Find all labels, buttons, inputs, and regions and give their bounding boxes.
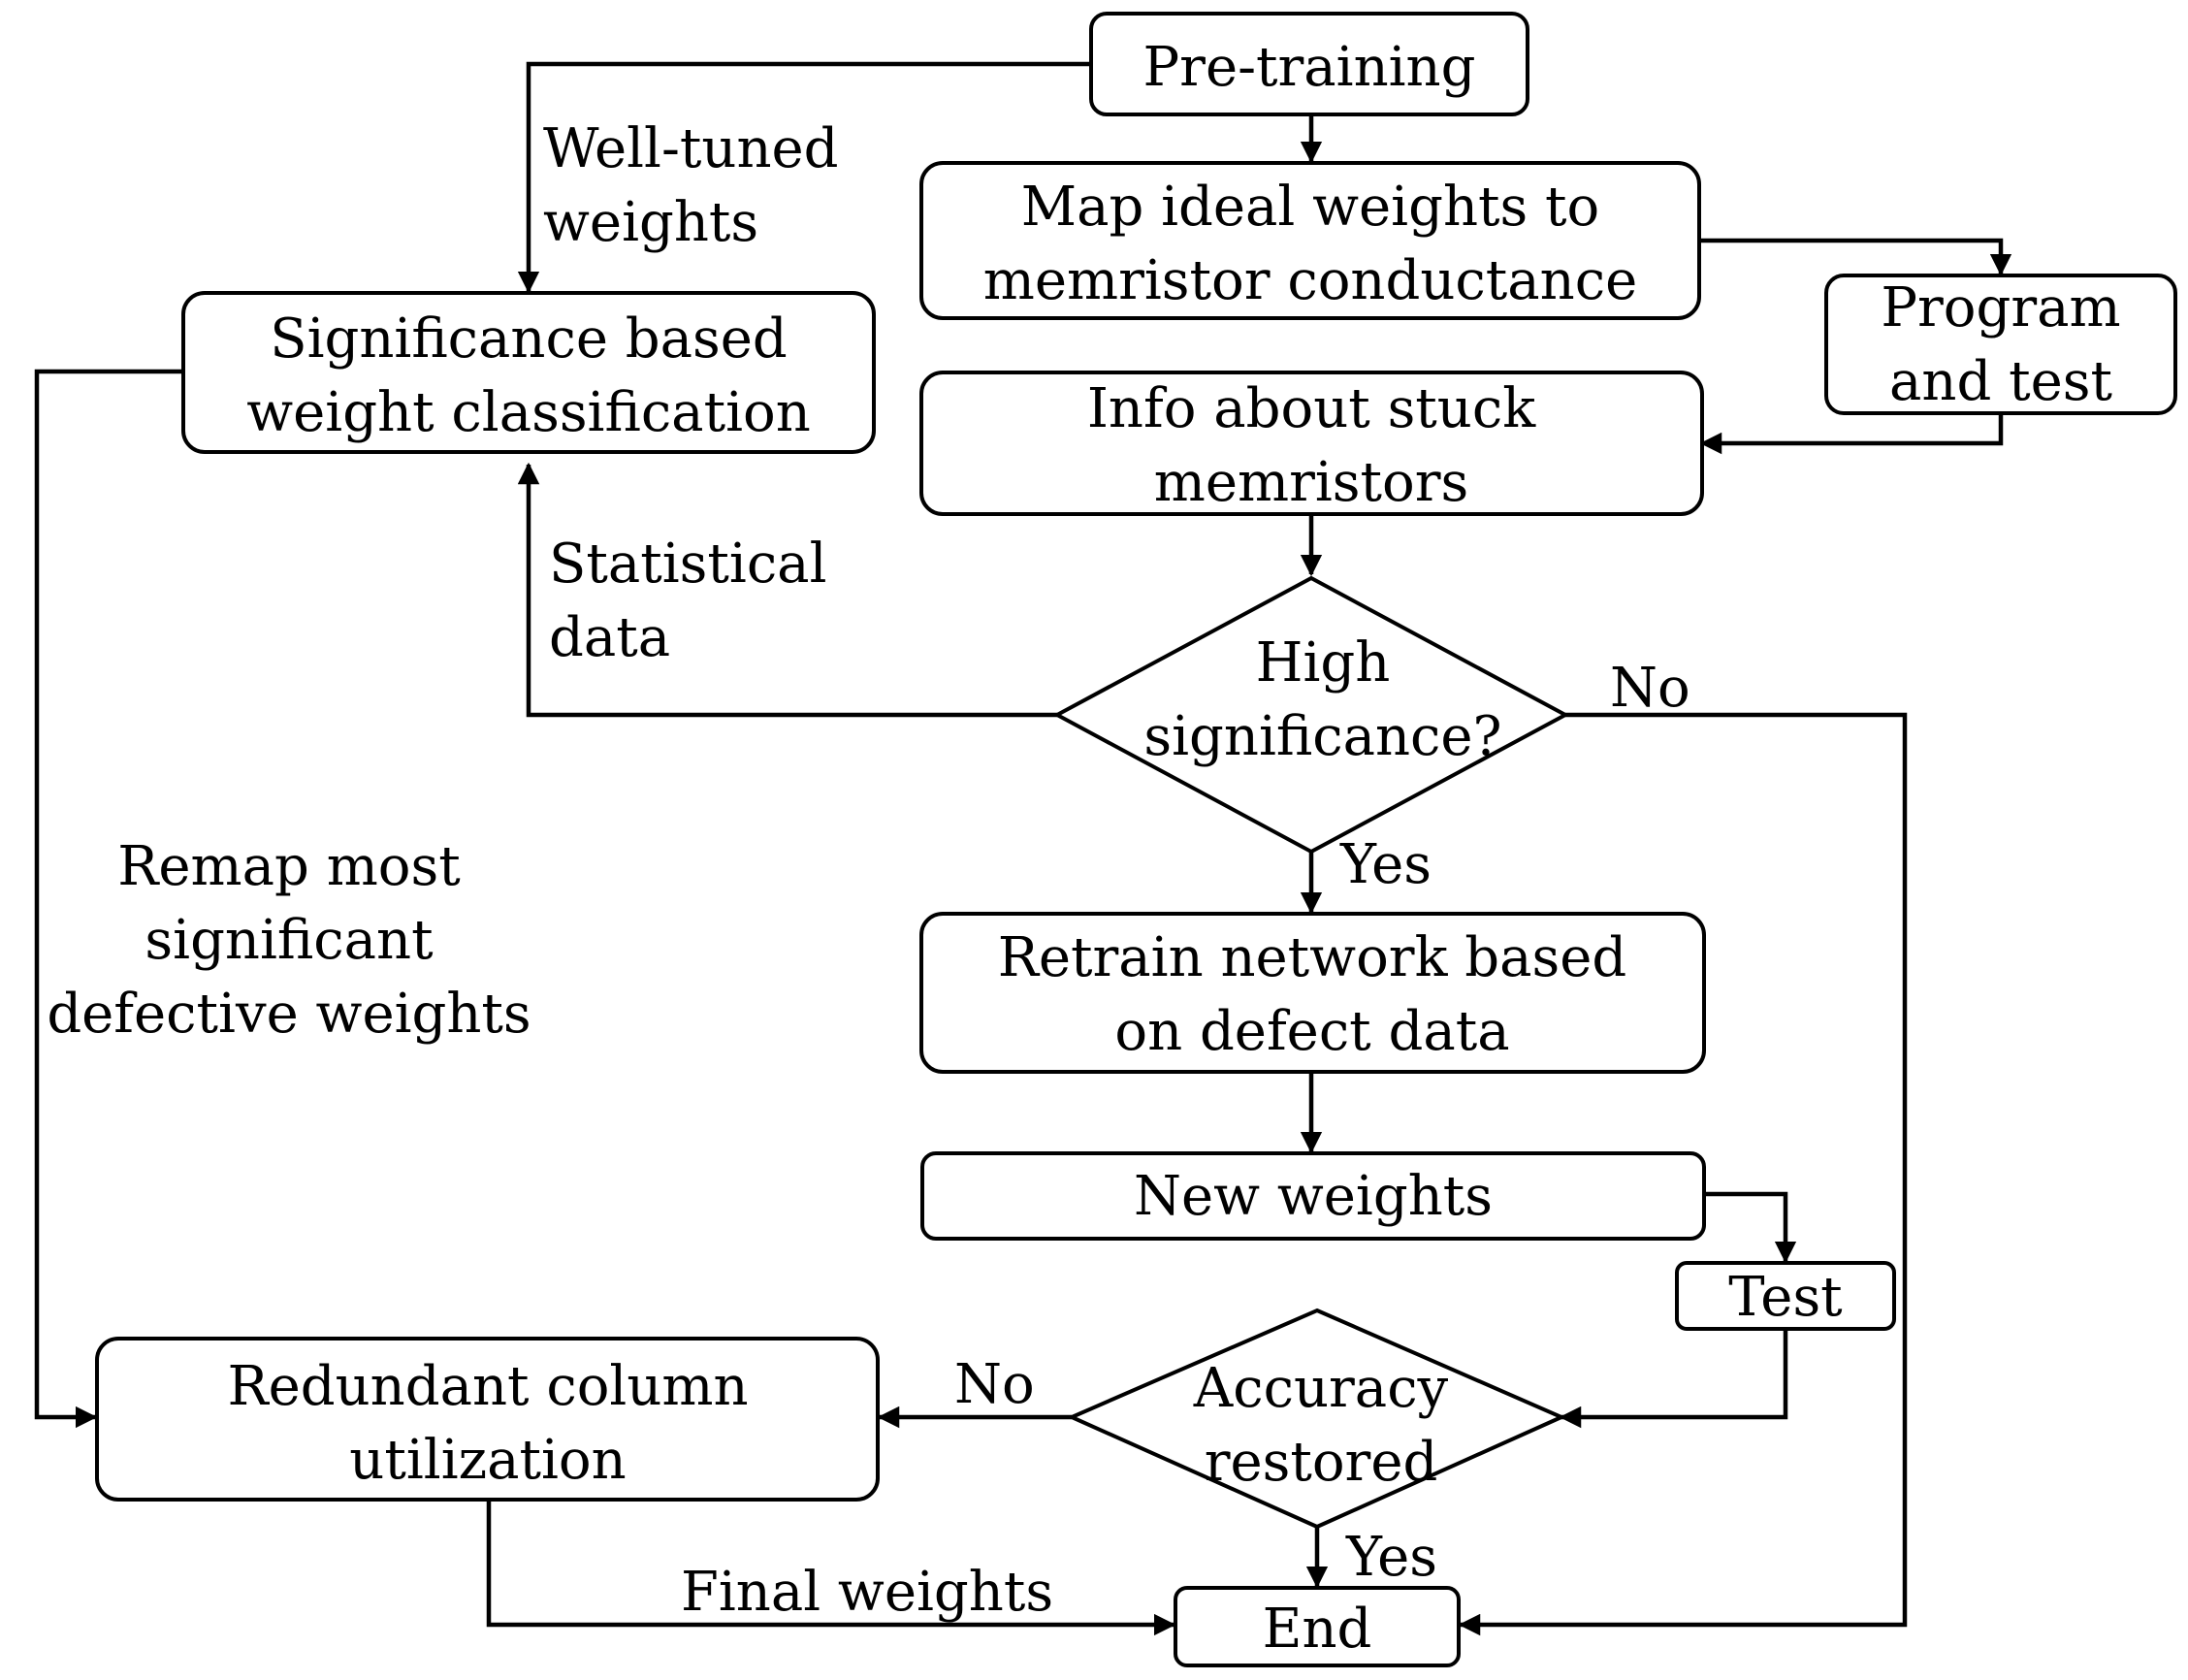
end-box: End [1174, 1586, 1461, 1667]
edge-pretraining-to-classification [517, 61, 1091, 294]
remap-label-line2: significant [145, 909, 434, 972]
redundant-column-label-line2: utilization [349, 1429, 626, 1492]
no-significance-label: No [1610, 657, 1690, 720]
accuracy-restored-label-line2: restored [1205, 1431, 1438, 1494]
yes-significance-label: Yes [1339, 833, 1432, 896]
redundant-column-box: Redundant column utilization [95, 1337, 880, 1502]
well-tuned-label-line1: Well-tuned [543, 117, 839, 180]
edge-decision-no-to-end [1458, 712, 1908, 1636]
end-label: End [1263, 1598, 1372, 1661]
well-tuned-label-line2: weights [543, 191, 758, 254]
map-weights-box: Map ideal weights to memristor conductan… [919, 161, 1701, 320]
high-significance-label-line1: High [1256, 631, 1391, 695]
statistical-data-label-line2: data [549, 606, 670, 669]
info-stuck-label-line1: Info about stuck [1087, 377, 1536, 440]
yes-accuracy-label: Yes [1345, 1526, 1437, 1589]
remap-label-line3: defective weights [47, 983, 531, 1046]
significance-classification-label-line2: weight classification [246, 381, 811, 444]
info-stuck-box: Info about stuck memristors [919, 371, 1704, 516]
retrain-label-line2: on defect data [1114, 1000, 1509, 1063]
edge-redundant-to-end [486, 1500, 1176, 1636]
program-test-label-line2: and test [1889, 350, 2112, 413]
program-test-label-line1: Program [1881, 276, 2120, 339]
edge-decision-to-classification [517, 462, 1057, 718]
map-weights-label-line2: memristor conductance [983, 249, 1637, 312]
edge-labels: Well-tuned weights Statistical data Rema… [47, 117, 1689, 1624]
connectors [34, 61, 2012, 1636]
program-test-box: Program and test [1824, 274, 2177, 415]
new-weights-label: New weights [1134, 1165, 1493, 1228]
edge-test-to-accuracy [1559, 1329, 1788, 1429]
retrain-label-line1: Retrain network based [998, 926, 1627, 989]
accuracy-restored-decision: Accuracy restored [1067, 1308, 1566, 1530]
test-label: Test [1728, 1266, 1843, 1329]
high-significance-decision: High significance? [1052, 575, 1570, 855]
map-weights-label-line1: Map ideal weights to [1021, 176, 1600, 239]
edge-newweights-to-test [1704, 1191, 1797, 1264]
high-significance-label-line2: significance? [1143, 705, 1501, 768]
pretraining-box: Pre-training [1089, 12, 1529, 116]
test-box: Test [1675, 1261, 1896, 1331]
info-stuck-label-line2: memristors [1154, 451, 1469, 514]
significance-classification-box: Significance based weight classification [181, 291, 876, 454]
edge-classification-to-redundant [34, 369, 181, 1429]
no-accuracy-label: No [954, 1353, 1035, 1416]
significance-classification-label-line1: Significance based [270, 307, 788, 371]
new-weights-box: New weights [920, 1151, 1706, 1241]
edge-program-to-info [1699, 413, 2004, 455]
pretraining-label: Pre-training [1143, 36, 1476, 99]
accuracy-restored-label-line1: Accuracy [1193, 1357, 1449, 1420]
final-weights-label: Final weights [681, 1561, 1053, 1624]
statistical-data-label-line1: Statistical [549, 533, 826, 596]
edge-map-to-program [1699, 238, 2012, 276]
remap-label-line1: Remap most [117, 835, 461, 898]
redundant-column-label-line1: Redundant column [227, 1355, 748, 1418]
retrain-box: Retrain network based on defect data [919, 912, 1706, 1074]
